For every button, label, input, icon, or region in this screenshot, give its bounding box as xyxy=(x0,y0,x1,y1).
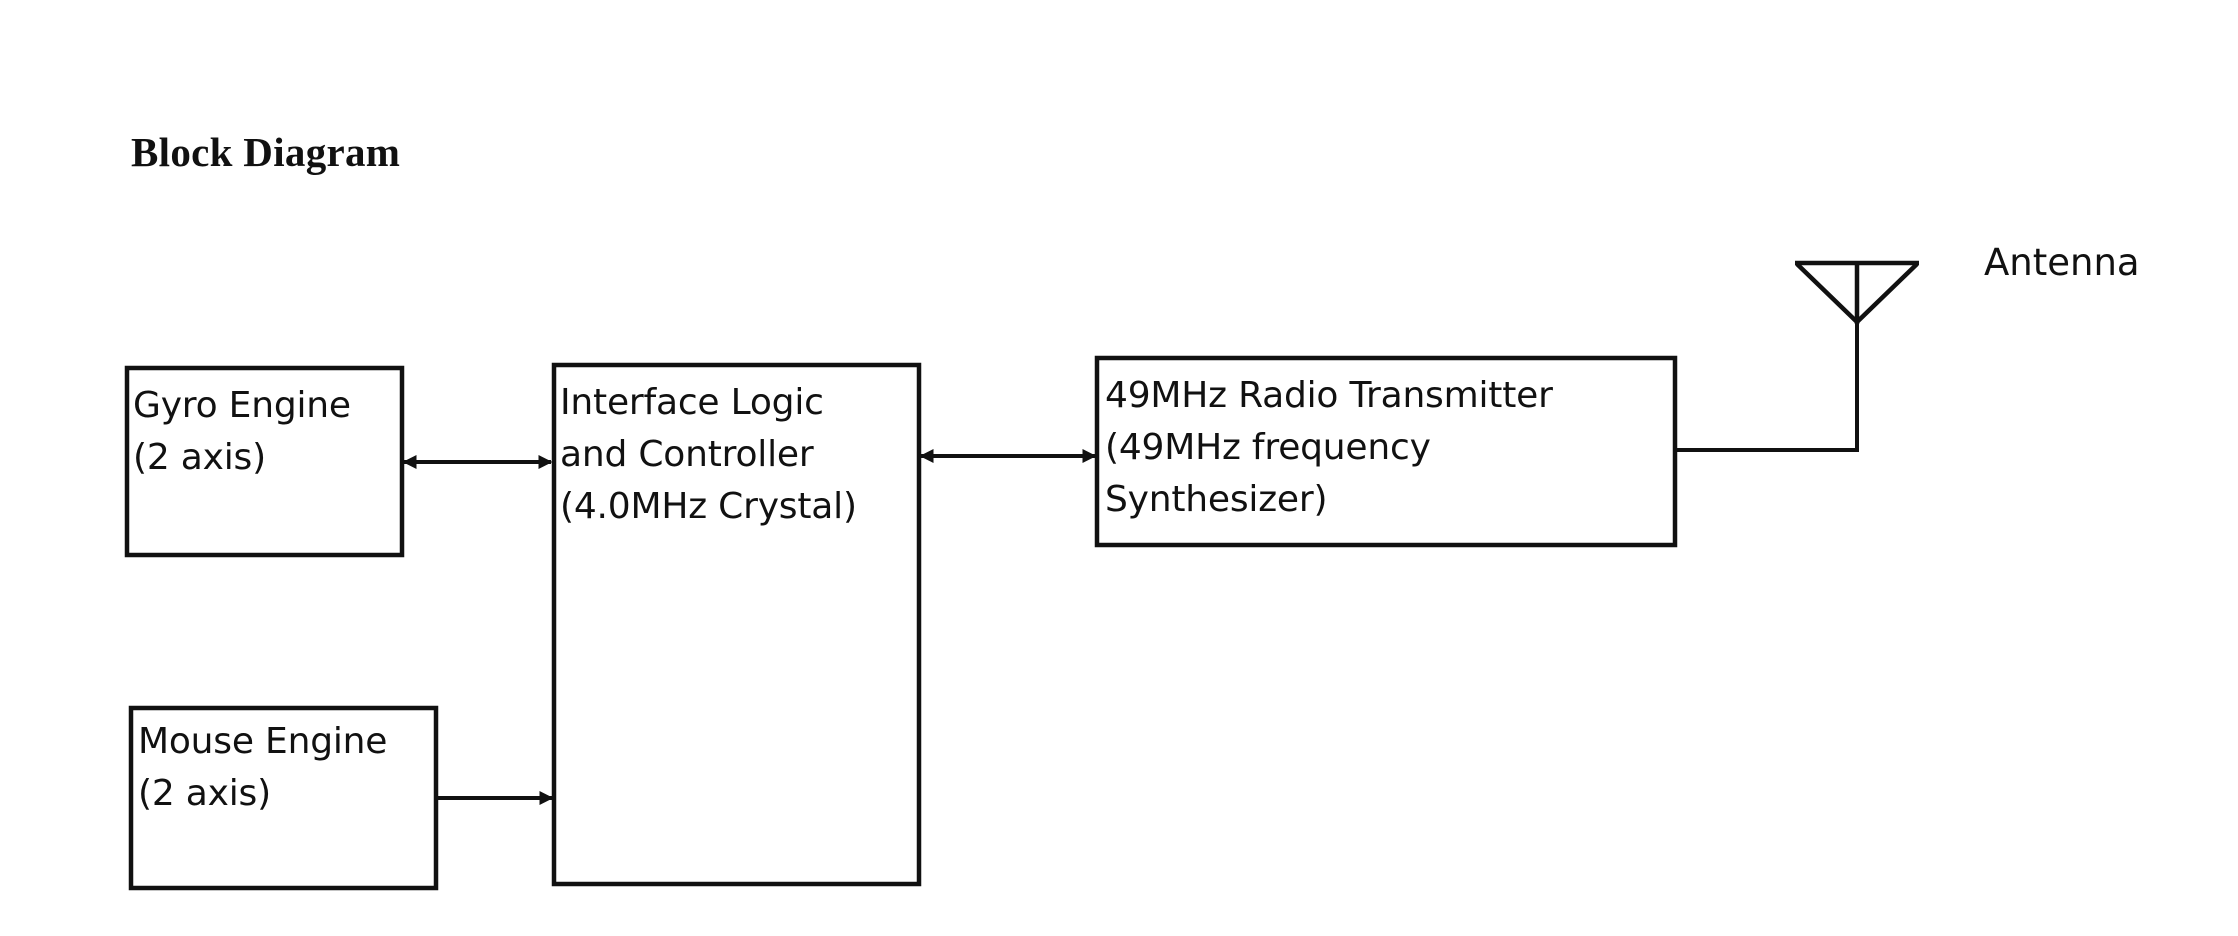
radio-transmitter-label-line: (49MHz frequency xyxy=(1105,427,1431,468)
gyro-engine-label: Gyro Engine (2 axis) xyxy=(133,380,351,484)
radio-transmitter-label-line: Synthesizer) xyxy=(1105,479,1328,520)
mouse-engine-label-line: Mouse Engine xyxy=(138,721,388,762)
antenna-icon xyxy=(1795,260,1919,324)
interface-controller-label-line: (4.0MHz Crystal) xyxy=(560,486,857,527)
antenna-label: Antenna xyxy=(1984,241,2140,284)
mouse-engine-label: Mouse Engine (2 axis) xyxy=(138,716,387,820)
radio-transmitter-label: 49MHz Radio Transmitter (49MHz frequency… xyxy=(1105,370,1553,526)
mouse-engine-box xyxy=(128,705,439,891)
radio-transmitter-label-line: 49MHz Radio Transmitter xyxy=(1105,375,1553,416)
interface-controller-label-line: and Controller xyxy=(560,434,814,475)
interface-controller-label: Interface Logic and Controller (4.0MHz C… xyxy=(560,377,857,533)
gyro-engine-label-line: (2 axis) xyxy=(133,437,266,478)
mouse-engine-label-line: (2 axis) xyxy=(138,773,271,814)
interface-controller-box xyxy=(551,362,922,887)
radio-antenna-feedline xyxy=(1675,322,1859,452)
gyro-engine-box xyxy=(124,365,405,558)
interface-controller-label-line: Interface Logic xyxy=(560,382,824,423)
gyro-engine-label-line: Gyro Engine xyxy=(133,385,351,426)
page-title: Block Diagram xyxy=(131,129,401,175)
